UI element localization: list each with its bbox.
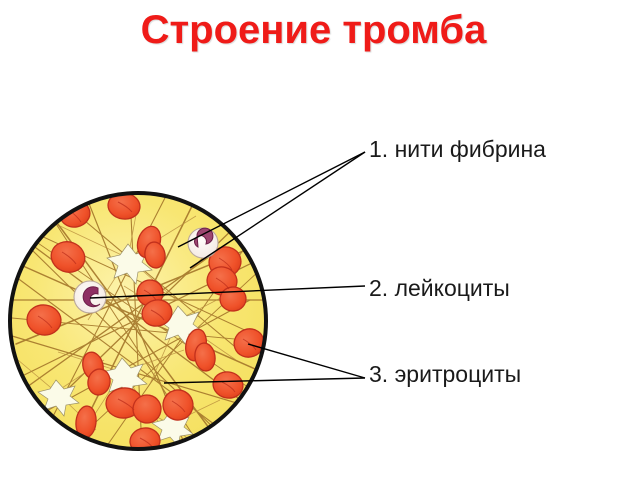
callout-label-erythrocytes: 3. эритроциты xyxy=(369,361,522,387)
leukocyte-nucleus xyxy=(194,227,214,248)
leader-line-fibrin-a xyxy=(177,151,366,248)
erythrocyte xyxy=(50,241,86,273)
leukocyte xyxy=(73,280,107,314)
erythrocyte xyxy=(144,241,166,269)
callout-leader-lines xyxy=(89,151,366,384)
erythrocyte xyxy=(194,342,216,372)
erythrocyte xyxy=(107,194,141,220)
leukocyte-nucleus xyxy=(82,286,101,308)
platelet-node xyxy=(37,379,80,417)
erythrocyte xyxy=(219,286,247,312)
leader-line-erythrocyte-a xyxy=(247,343,366,379)
clot-outline xyxy=(8,191,268,451)
leukocyte-group xyxy=(73,227,219,314)
page-title: Строение тромба xyxy=(140,8,487,52)
erythrocyte xyxy=(87,368,111,396)
leader-line-leukocyte xyxy=(89,285,366,299)
leader-line-fibrin-b xyxy=(189,151,366,269)
callout-label-leukocytes: 2. лейкоциты xyxy=(369,275,510,301)
leukocyte xyxy=(187,227,219,259)
erythrocyte xyxy=(132,394,162,424)
leader-line-erythrocyte-b xyxy=(163,377,366,384)
callout-label-fibrin: 1. нити фибрина xyxy=(369,136,546,162)
